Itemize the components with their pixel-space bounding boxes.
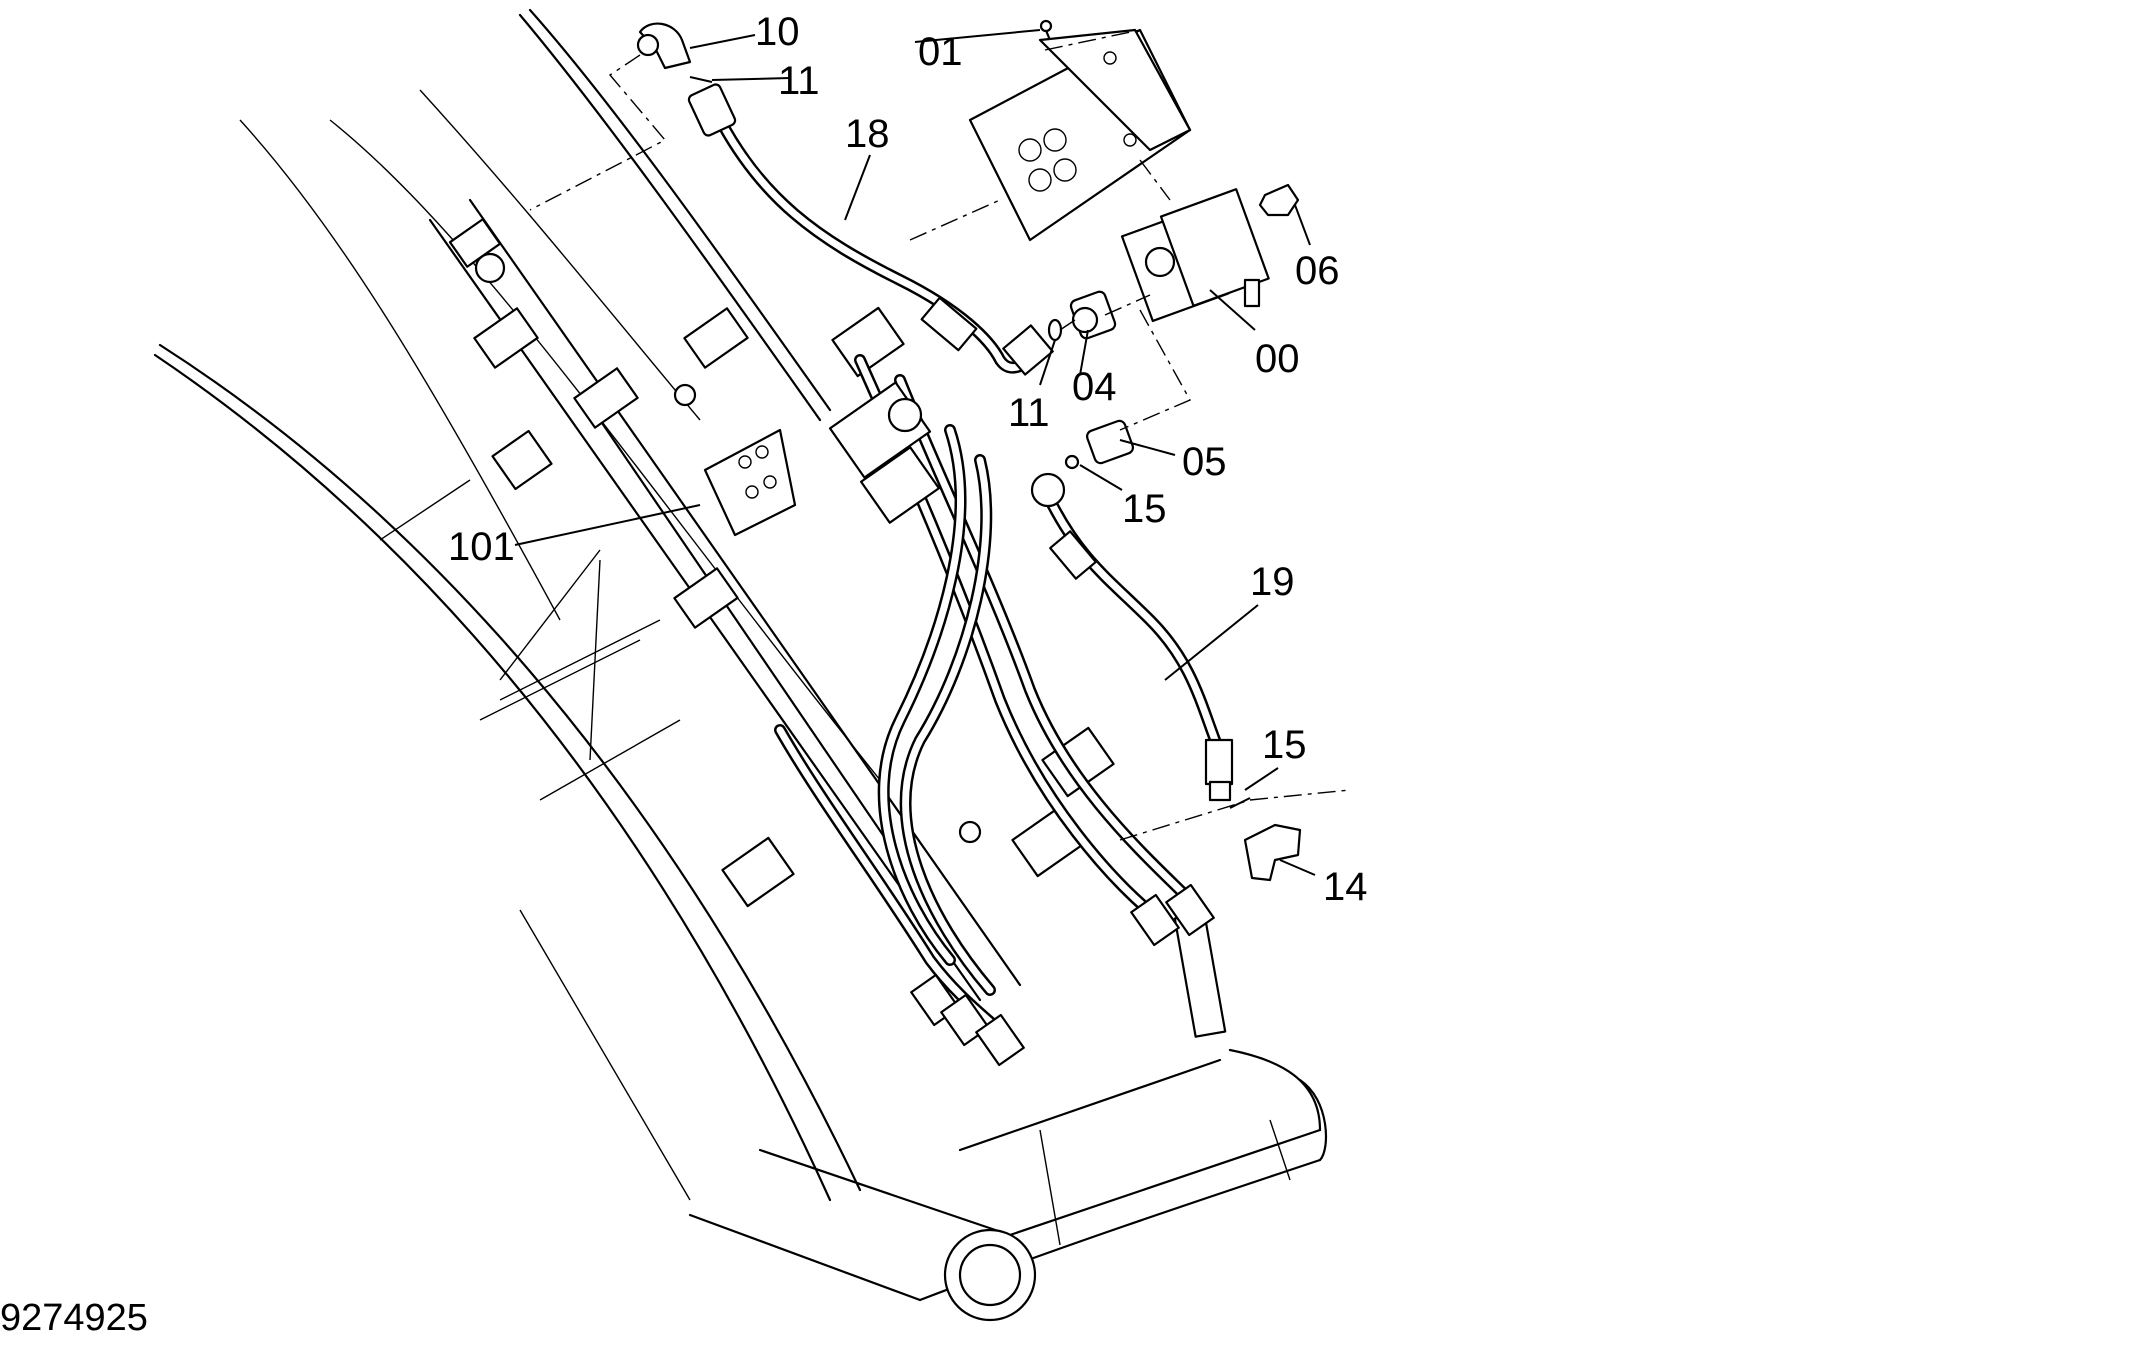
brackets	[448, 218, 1227, 1038]
callout-05: 05	[1182, 440, 1227, 484]
callout-15-upper: 15	[1122, 487, 1167, 531]
small-parts	[636, 19, 1302, 882]
callout-19: 19	[1250, 560, 1295, 604]
callout-06: 06	[1295, 249, 1340, 293]
hose-18	[687, 83, 1054, 376]
callout-labels: 10 11 01 18 06 00 04 11 05 15 19 15 14 1…	[448, 10, 1368, 909]
callout-11-lower: 11	[1008, 391, 1050, 435]
leader-lines	[514, 29, 1316, 876]
callout-18: 18	[845, 112, 890, 156]
callout-04: 04	[1072, 365, 1117, 409]
callout-01: 01	[918, 30, 963, 74]
figure-number: 9274925	[0, 1297, 148, 1339]
assembly-lines	[529, 29, 1351, 841]
callout-15-lower: 15	[1262, 723, 1307, 767]
callout-00: 00	[1255, 337, 1300, 381]
callout-101: 101	[448, 525, 515, 569]
callout-10: 10	[755, 10, 800, 54]
mounting-plate-101	[703, 428, 797, 537]
arm-hose-bundle	[774, 354, 1215, 1067]
callout-14: 14	[1323, 865, 1368, 909]
hose-19	[1030, 472, 1234, 802]
boom-arm	[153, 8, 1328, 1322]
callout-11-top: 11	[778, 59, 820, 103]
